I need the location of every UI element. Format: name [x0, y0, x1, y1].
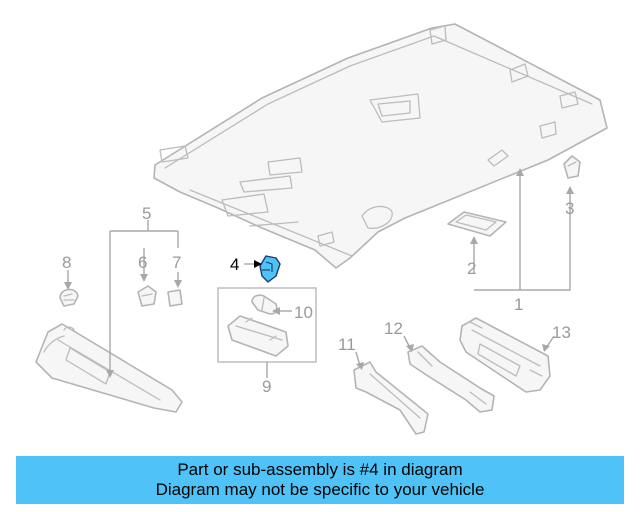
callout-4: 4 [230, 255, 239, 274]
callout-1: 1 [514, 295, 523, 314]
part-10-bulb[interactable] [251, 294, 278, 315]
callout-3: 3 [565, 199, 574, 218]
part-7-clip[interactable] [167, 289, 183, 307]
callout-12: 12 [384, 319, 403, 338]
part-3-clip[interactable] [563, 155, 581, 179]
part-4-highlighted-bracket[interactable] [259, 255, 281, 283]
part-12-handle-bracket[interactable] [407, 345, 495, 413]
part-13-console[interactable] [459, 317, 551, 393]
callout-10: 10 [294, 303, 313, 322]
callout-5: 5 [142, 204, 151, 223]
callout-8: 8 [62, 253, 71, 272]
banner-line-2: Diagram may not be specific to your vehi… [155, 480, 485, 499]
part-2-pad[interactable] [447, 211, 507, 237]
part-8-hook[interactable] [59, 288, 79, 307]
callout-7: 7 [172, 253, 181, 272]
part-4-shape [259, 255, 281, 283]
part-11-grab-handle[interactable] [353, 361, 429, 435]
info-banner: Part or sub-assembly is #4 in diagram Di… [16, 456, 624, 504]
headliner-panel[interactable] [153, 23, 608, 269]
callout-2: 2 [467, 259, 476, 278]
callout-9: 9 [262, 377, 271, 396]
callout-13: 13 [552, 323, 571, 342]
banner-line-1: Part or sub-assembly is #4 in diagram [177, 460, 463, 479]
leader-arrowheads [64, 168, 574, 378]
callout-6: 6 [138, 253, 147, 272]
part-6-clip[interactable] [137, 285, 157, 307]
callout-11: 11 [338, 335, 356, 354]
sun-visor[interactable] [35, 323, 183, 413]
